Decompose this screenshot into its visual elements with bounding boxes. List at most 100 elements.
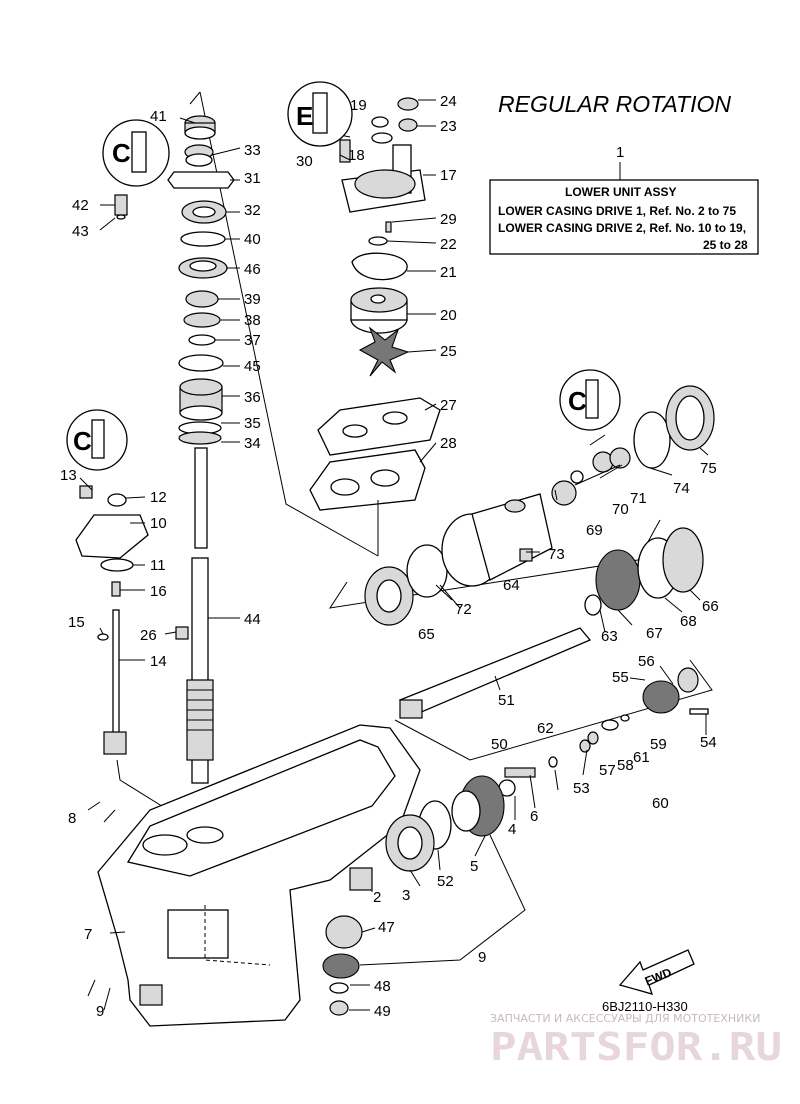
callout-16[interactable]: 16 [150, 583, 167, 600]
callout-18[interactable]: 18 [348, 147, 365, 164]
callout-3[interactable]: 3 [402, 887, 410, 904]
callout-37[interactable]: 37 [244, 332, 261, 349]
assembly-box-title: LOWER UNIT ASSY [565, 185, 677, 199]
callout-34[interactable]: 34 [244, 435, 261, 452]
callout-69[interactable]: 69 [586, 522, 603, 539]
callout-29[interactable]: 29 [440, 211, 457, 228]
propshaft-parts [322, 385, 715, 1016]
callout-54[interactable]: 54 [700, 734, 717, 751]
driveshaft-column [114, 115, 235, 784]
callout-58[interactable]: 58 [617, 757, 634, 774]
callout-20[interactable]: 20 [440, 307, 457, 324]
tool-marks: C E C C [66, 81, 621, 471]
callout-40[interactable]: 40 [244, 231, 261, 248]
leader-lines [79, 99, 709, 1011]
callout-73[interactable]: 73 [548, 546, 565, 563]
callout-45[interactable]: 45 [244, 358, 261, 375]
callout-14[interactable]: 14 [150, 653, 167, 670]
callout-66[interactable]: 66 [702, 598, 719, 615]
callout-11[interactable]: 11 [150, 557, 166, 574]
callout-50[interactable]: 50 [491, 736, 508, 753]
water-pump-group [309, 97, 441, 556]
callout-53[interactable]: 53 [573, 780, 590, 797]
lower-casing [97, 724, 421, 1027]
diagram-code: 6BJ2110-H330 [602, 999, 688, 1014]
callout-24[interactable]: 24 [440, 93, 457, 110]
callout-67[interactable]: 67 [646, 625, 663, 642]
callout-71[interactable]: 71 [630, 490, 647, 507]
callout-2[interactable]: 2 [373, 889, 381, 906]
callout-33[interactable]: 33 [244, 142, 261, 159]
callout-35[interactable]: 35 [244, 415, 261, 432]
callout-61[interactable]: 61 [633, 749, 650, 766]
callout-5[interactable]: 5 [470, 858, 478, 875]
callout-64[interactable]: 64 [503, 577, 520, 594]
callout-22[interactable]: 22 [440, 236, 457, 253]
callout-57[interactable]: 57 [599, 762, 616, 779]
callout-62[interactable]: 62 [537, 720, 554, 737]
callout-10[interactable]: 10 [150, 515, 167, 532]
fwd-arrow: FWD [618, 949, 695, 995]
callout-46[interactable]: 46 [244, 261, 261, 278]
callout-30[interactable]: 30 [296, 153, 313, 170]
callout-13[interactable]: 13 [60, 467, 77, 484]
propshaft-group-lines [328, 434, 713, 761]
callout-23[interactable]: 23 [440, 118, 457, 135]
callout-9[interactable]: 9 [478, 949, 486, 966]
callout-9[interactable]: 9 [96, 1003, 104, 1020]
callout-43[interactable]: 43 [72, 223, 89, 240]
callout-65[interactable]: 65 [418, 626, 435, 643]
shift-rod-group [75, 485, 187, 821]
callout-51[interactable]: 51 [498, 692, 515, 709]
callout-36[interactable]: 36 [244, 389, 261, 406]
svg-text:C: C [568, 386, 587, 416]
callout-28[interactable]: 28 [440, 435, 457, 452]
svg-text:E: E [296, 101, 313, 131]
svg-text:C: C [112, 138, 131, 168]
callout-31[interactable]: 31 [244, 170, 261, 187]
callout-47[interactable]: 47 [378, 919, 395, 936]
assembly-box: 1 LOWER UNIT ASSY LOWER CASING DRIVE 1, … [489, 144, 759, 255]
callout-26[interactable]: 26 [140, 627, 157, 644]
callout-7[interactable]: 7 [84, 926, 92, 943]
callout-12[interactable]: 12 [150, 489, 167, 506]
callout-63[interactable]: 63 [601, 628, 618, 645]
callout-48[interactable]: 48 [374, 978, 391, 995]
callout-75[interactable]: 75 [700, 460, 717, 477]
callout-49[interactable]: 49 [374, 1003, 391, 1020]
callout-4[interactable]: 4 [508, 821, 516, 838]
svg-text:C: C [73, 426, 92, 456]
callout-6[interactable]: 6 [530, 808, 538, 825]
callout-15[interactable]: 15 [68, 614, 85, 631]
callout-8[interactable]: 8 [68, 810, 76, 827]
callout-19[interactable]: 19 [350, 97, 367, 114]
assembly-box-line-2: LOWER CASING DRIVE 2, Ref. No. 10 to 19, [498, 221, 746, 235]
watermark-name: PARTSFOR.RU [490, 1025, 782, 1069]
callout-44[interactable]: 44 [244, 611, 261, 628]
callout-55[interactable]: 55 [612, 669, 629, 686]
callout-39[interactable]: 39 [244, 291, 261, 308]
callout-56[interactable]: 56 [638, 653, 655, 670]
callout-25[interactable]: 25 [440, 343, 457, 360]
callout-42[interactable]: 42 [72, 197, 89, 214]
callout-38[interactable]: 38 [244, 312, 261, 329]
callout-70[interactable]: 70 [612, 501, 629, 518]
watermark-logo: ЗАПЧАСТИ И АКСЕССУАРЫ ДЛЯ МОТОТЕХНИКИ PA… [490, 1012, 782, 1069]
callout-72[interactable]: 72 [455, 601, 472, 618]
callout-17[interactable]: 17 [440, 167, 457, 184]
assembly-box-line-1: LOWER CASING DRIVE 1, Ref. No. 2 to 75 [498, 204, 736, 218]
callout-21[interactable]: 21 [440, 264, 457, 281]
callout-41[interactable]: 41 [150, 108, 167, 125]
callout-27[interactable]: 27 [440, 397, 457, 414]
callout-1[interactable]: 1 [616, 144, 624, 161]
callout-32[interactable]: 32 [244, 202, 261, 219]
callout-68[interactable]: 68 [680, 613, 697, 630]
callout-74[interactable]: 74 [673, 480, 690, 497]
callout-52[interactable]: 52 [437, 873, 454, 890]
diagram-heading: REGULAR ROTATION [498, 91, 731, 117]
callout-60[interactable]: 60 [652, 795, 669, 812]
watermark-subtitle: ЗАПЧАСТИ И АКСЕССУАРЫ ДЛЯ МОТОТЕХНИКИ [490, 1012, 760, 1025]
callout-59[interactable]: 59 [650, 736, 667, 753]
